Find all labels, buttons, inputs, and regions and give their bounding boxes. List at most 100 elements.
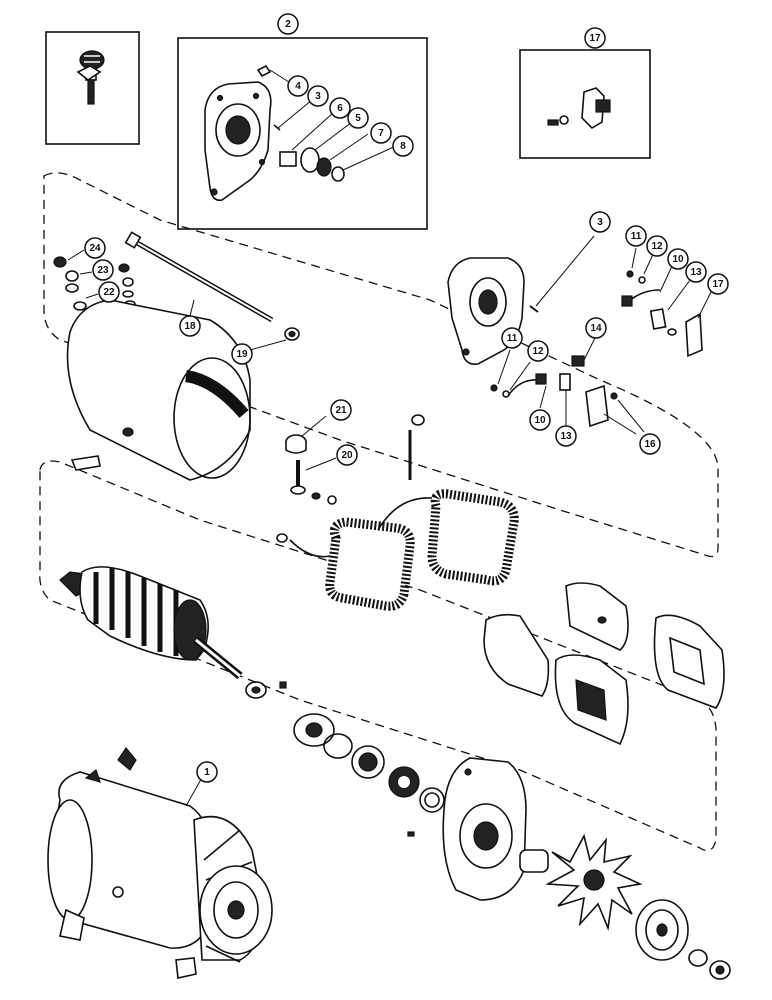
- bracket-icon: [547, 87, 611, 130]
- callout-c14: 14: [585, 317, 607, 339]
- callout-label: 19: [236, 349, 248, 360]
- callout-circle: [287, 75, 309, 97]
- callout-label: 14: [590, 323, 602, 334]
- callout-circle: [336, 444, 358, 466]
- callout-circle: [555, 425, 577, 447]
- pole-shoes-part: [483, 582, 725, 746]
- drive-end-frame-part: [442, 757, 527, 901]
- callout-label: 6: [337, 103, 343, 114]
- end-frame-icon: [204, 81, 272, 202]
- callout-circle: [277, 13, 299, 35]
- callout-circle: [529, 409, 551, 431]
- callout-label: 16: [644, 439, 656, 450]
- brush-holder-upper: [621, 247, 713, 358]
- terminal-bolt-part: [290, 457, 337, 505]
- callout-c6: 6: [329, 97, 351, 119]
- callout-circle: [392, 135, 414, 157]
- bushing-part: [279, 151, 297, 167]
- callout-label: 12: [651, 241, 663, 252]
- callout-c13b: 13: [555, 425, 577, 447]
- callout-label: 12: [532, 346, 544, 357]
- callout-label: 17: [589, 33, 601, 44]
- callout-circle: [179, 315, 201, 337]
- nut-21-part: [285, 415, 327, 454]
- callout-label: 2: [285, 19, 291, 30]
- callout-c12b: 12: [527, 340, 549, 362]
- callout-c10b: 10: [529, 409, 551, 431]
- callout-label: 21: [335, 405, 347, 416]
- callout-circle: [639, 433, 661, 455]
- callout-circle: [501, 327, 523, 349]
- callout-label: 13: [690, 267, 702, 278]
- upper-group-outline: [43, 172, 719, 558]
- callout-circle: [589, 211, 611, 233]
- callout-c7: 7: [370, 122, 392, 144]
- washer-part: [331, 166, 345, 182]
- bearing-part: [316, 157, 332, 177]
- inset-end-frame-box: [177, 37, 428, 230]
- callout-c3b: 3: [589, 211, 611, 233]
- callout-label: 11: [507, 333, 518, 344]
- callout-circle: [347, 107, 369, 129]
- nut-stack-left: [53, 249, 136, 311]
- through-bolt-part: [124, 231, 274, 323]
- callout-circle: [330, 399, 352, 421]
- callout-circle: [685, 261, 707, 283]
- callout-circle: [527, 340, 549, 362]
- callout-label: 7: [378, 128, 384, 139]
- callout-c12a: 12: [646, 235, 668, 257]
- callout-label: 13: [560, 431, 572, 442]
- callout-label: 17: [712, 279, 724, 290]
- callout-label: 5: [355, 113, 361, 124]
- generator-icon: [47, 746, 273, 979]
- fan-pulley-part: [519, 833, 731, 980]
- inset-bracket-box: [519, 49, 651, 159]
- callout-circle: [92, 259, 114, 281]
- callout-c20: 20: [336, 444, 358, 466]
- snap-ring-part: [300, 147, 320, 173]
- callout-layer: 1234567817311121013171411121013162423221…: [84, 13, 729, 783]
- callout-c3a: 3: [307, 85, 329, 107]
- callout-c24: 24: [84, 237, 106, 259]
- bolt-screw-icon: [76, 50, 105, 105]
- callout-c16: 16: [639, 433, 661, 455]
- callout-circle: [98, 281, 120, 303]
- callout-c21: 21: [330, 399, 352, 421]
- callout-c11b: 11: [501, 327, 523, 349]
- callout-circle: [584, 27, 606, 49]
- callout-c13a: 13: [685, 261, 707, 283]
- callout-circle: [667, 248, 689, 270]
- callout-label: 10: [534, 415, 546, 426]
- callout-circle: [196, 761, 218, 783]
- callout-c5: 5: [347, 107, 369, 129]
- frame-housing-part: [66, 299, 251, 481]
- callout-label: 3: [597, 217, 603, 228]
- callout-c18: 18: [179, 315, 201, 337]
- callout-c17a: 17: [584, 27, 606, 49]
- callout-label: 18: [184, 321, 196, 332]
- pin-part-small: [273, 124, 281, 131]
- washer-19-part: [249, 327, 300, 351]
- callout-circle: [707, 273, 729, 295]
- callout-label: 11: [631, 231, 642, 242]
- callout-c22: 22: [98, 281, 120, 303]
- callout-label: 10: [672, 254, 684, 265]
- callout-label: 4: [295, 81, 301, 92]
- callout-c8: 8: [392, 135, 414, 157]
- callout-c10a: 10: [667, 248, 689, 270]
- callout-c4: 4: [287, 75, 309, 97]
- brush-holder-lower: [490, 335, 645, 435]
- callout-label: 24: [89, 243, 101, 254]
- callout-label: 3: [315, 91, 321, 102]
- callout-c2: 2: [277, 13, 299, 35]
- callout-circle: [231, 343, 253, 365]
- callout-label: 20: [341, 450, 353, 461]
- lower-group-outline: [39, 460, 717, 852]
- callout-c1: 1: [196, 761, 218, 783]
- callout-c23: 23: [92, 259, 114, 281]
- callout-c19: 19: [231, 343, 253, 365]
- callout-label: 22: [103, 287, 115, 298]
- pin-part: [256, 64, 272, 78]
- callout-c17b: 17: [707, 273, 729, 295]
